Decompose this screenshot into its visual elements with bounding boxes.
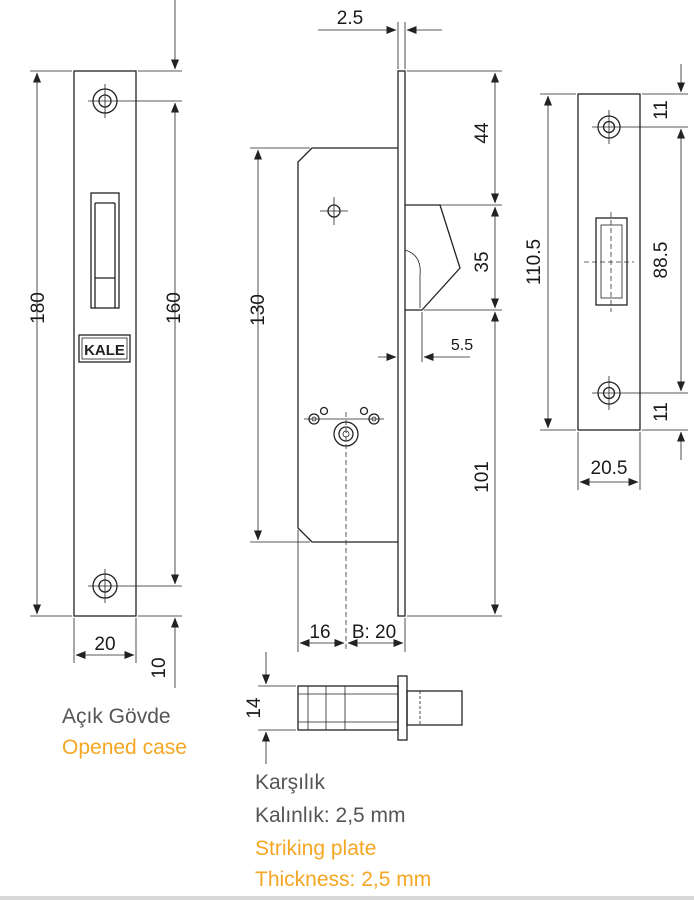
front-plate-bottom-screw-hole [88,569,182,603]
dim-130: 130 [248,147,310,543]
dim-2.5: 2.5 [318,8,442,69]
strike-label-tr: Karşılık [255,771,326,794]
kale-logo-text: KALE [84,342,125,359]
spindle-hub [304,406,384,652]
case-front-plate [397,70,406,617]
case-plan-view: 14 [244,652,463,764]
dim-180: 180 [28,70,72,617]
offset-label: 10 [149,657,170,678]
side-thickness-label: 14 [244,697,265,719]
strike-width-label: 20.5 [591,458,628,479]
dim-10: 10 [138,615,182,688]
strike-bottom-screw-hole [592,376,688,410]
strike-label-en: Striking plate [255,837,377,860]
striking-plate-view: 110.5 11 88.5 11 20.5 [524,64,688,490]
latch-height-label: 35 [472,251,493,272]
opened-case-label-tr: Açık Gövde [62,705,171,728]
dim-right-chain: 44 35 101 [407,70,502,617]
opened-case-label-en: Opened case [62,736,187,759]
hole-spacing-label: 160 [164,292,185,324]
plate-thickness-label: 2.5 [337,8,363,29]
plan-front-plate [397,675,408,741]
thickness-label-en: Thickness: 2,5 mm [255,868,432,891]
front-plate-latch-slot [90,192,120,309]
dim-160: 160 [164,102,185,585]
strike-top-label: 11 [651,100,672,120]
case-body-outline [297,147,398,543]
plan-body [297,685,399,731]
latch-bolt-curve [404,249,421,308]
strike-height-label: 110.5 [524,239,545,285]
dim-case-depth: 16 B: 20 [297,530,406,652]
dim-5.5: 5.5 [378,312,473,362]
dim-20.5: 20.5 [577,432,641,490]
backset-label: B: 20 [352,622,396,643]
bottom-rule [0,896,694,900]
strike-plate-outline [577,93,641,431]
dim-top-extension [138,0,182,72]
latch-top-label: 44 [472,122,493,144]
latch-bolt [405,204,461,311]
strike-inner-label: 88.5 [651,242,672,279]
front-plate-view: KALE 180 160 10 20 [28,0,185,688]
dim-20: 20 [73,618,137,663]
case-height-label: 130 [248,294,269,326]
strike-top-screw-hole [592,110,688,144]
latch-projection-label: 5.5 [451,337,473,354]
dim-14: 14 [244,652,296,764]
front-width-label: 20 [94,634,115,655]
strike-bottom-label: 11 [651,402,672,422]
thickness-label-tr: Kalınlık: 2,5 mm [255,804,406,827]
case-depth-label: 16 [309,622,330,643]
kale-logo: KALE [78,334,131,363]
strike-latch-opening [584,212,634,312]
case-side-view: 2.5 130 44 35 101 5.5 [248,8,502,652]
dim-strike-chain: 11 88.5 11 [642,64,688,460]
case-screw-mark [320,197,348,225]
dim-110.5: 110.5 [524,93,576,431]
front-plate-outline [73,70,137,617]
plan-latch [406,690,463,726]
front-plate-top-screw-hole [88,84,182,118]
front-height-label: 180 [28,292,49,324]
spindle-to-bottom-label: 101 [472,461,493,493]
